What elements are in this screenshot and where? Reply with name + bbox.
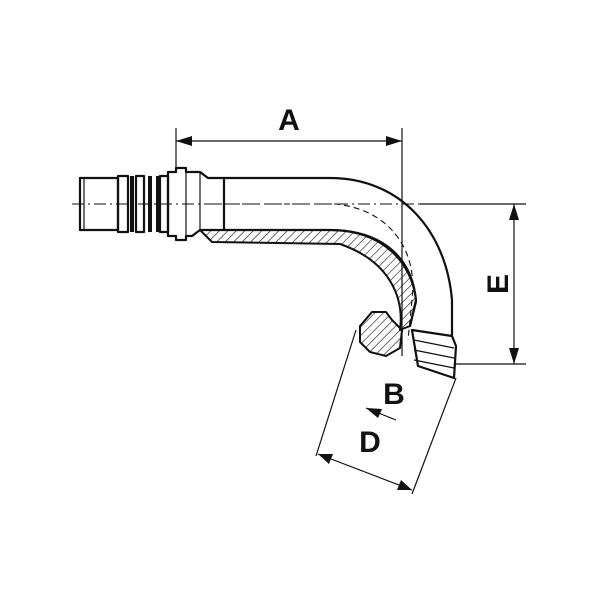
flange-face: [410, 328, 458, 380]
dimension-d: D: [315, 329, 457, 495]
dimension-e: E: [420, 203, 526, 365]
flange-hatch: [359, 311, 403, 357]
dimension-a: A: [175, 104, 403, 356]
dimension-b: B: [365, 378, 405, 421]
tube-wall-section: [199, 229, 417, 331]
dimension-label-b: B: [383, 378, 405, 411]
dimension-label-e: E: [482, 274, 515, 294]
dimension-label-a: A: [278, 104, 300, 137]
bore-hidden-line: [214, 203, 414, 341]
dimension-label-d: D: [359, 426, 381, 459]
fitting-body: [72, 166, 520, 380]
tube-outer-contour: [222, 176, 454, 338]
